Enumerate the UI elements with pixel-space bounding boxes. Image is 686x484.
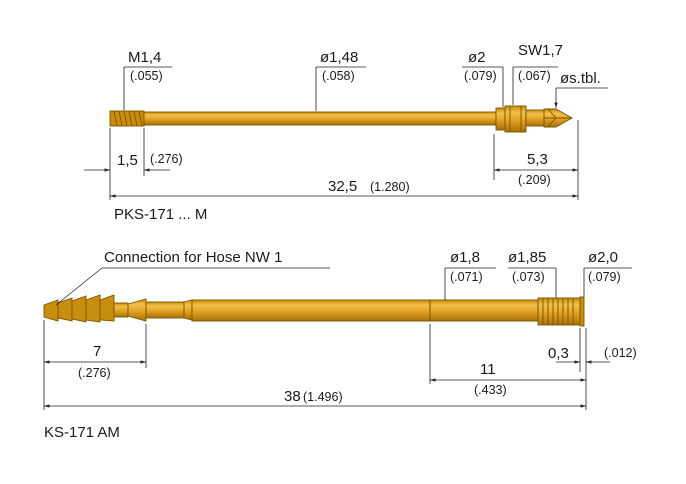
label-overall-len-inch: (1.280) <box>370 180 410 194</box>
probe-bottom-drawing <box>43 294 585 327</box>
label-overall-len-mm: 38 <box>284 388 301 405</box>
probe-bottom-knurl <box>537 297 581 326</box>
label-body-dia-mm: ø1,48 <box>320 49 358 66</box>
label-dia-b-inch: (.073) <box>512 270 545 284</box>
label-thread-len-mm: 1,5 <box>117 152 138 169</box>
label-dia-c-mm: ø2,0 <box>588 249 618 266</box>
label-thread-mm: M1,4 <box>128 49 161 66</box>
label-body-dia-inch: (.058) <box>322 69 355 83</box>
label-dia-a-inch: (.071) <box>450 270 483 284</box>
caption-probe-top: PKS-171 ... M <box>114 206 207 223</box>
probe-top-annotations: M1,4 (.055) ø1,48 (.058) ø2 (.079) SW1,7… <box>84 42 608 223</box>
label-tip-len-mm: 5,3 <box>527 151 548 168</box>
label-rim-len-mm: 0,3 <box>548 345 569 362</box>
probe-bottom-body <box>191 299 431 322</box>
label-wrench-inch: (.067) <box>518 69 551 83</box>
label-dia-c-inch: (.079) <box>588 270 621 284</box>
label-wrench-mm: SW1,7 <box>518 42 563 59</box>
label-overall-len-mm: 32,5 <box>328 178 357 195</box>
probe-top-shaft <box>143 111 497 126</box>
label-tip-len-inch: (.209) <box>518 173 551 187</box>
label-overall-len-inch: (1.496) <box>303 390 343 404</box>
label-collar-dia-inch: (.079) <box>464 69 497 83</box>
label-hose: Connection for Hose NW 1 <box>104 249 282 266</box>
label-dia-b-mm: ø1,85 <box>508 249 546 266</box>
label-collar-len-inch: (.433) <box>474 383 507 397</box>
probe-bottom-barbs <box>43 294 115 323</box>
probe-top-collar <box>495 107 506 131</box>
caption-probe-bottom: KS-171 AM <box>44 424 120 441</box>
probe-top-drawing <box>109 105 573 133</box>
label-thread-inch: (.055) <box>130 69 163 83</box>
label-rim-len-inch: (.012) <box>604 346 637 360</box>
probe-top-thread <box>109 110 145 127</box>
label-dia-a-mm: ø1,8 <box>450 249 480 266</box>
label-collar-dia-mm: ø2 <box>468 49 486 66</box>
label-tip-dia: øs.tbl. <box>560 70 601 87</box>
probe-bottom-sleeve <box>429 299 539 322</box>
probe-bottom-neck <box>145 301 185 319</box>
label-hose-len-inch: (.276) <box>78 366 111 380</box>
probe-top-hex <box>504 105 527 133</box>
label-collar-len-mm: 11 <box>480 361 496 378</box>
label-thread-len-inch: (.276) <box>150 152 183 166</box>
label-hose-len-mm: 7 <box>93 343 101 360</box>
probe-bottom-annotations: Connection for Hose NW 1 ø1,8 (.071) ø1,… <box>43 249 637 441</box>
